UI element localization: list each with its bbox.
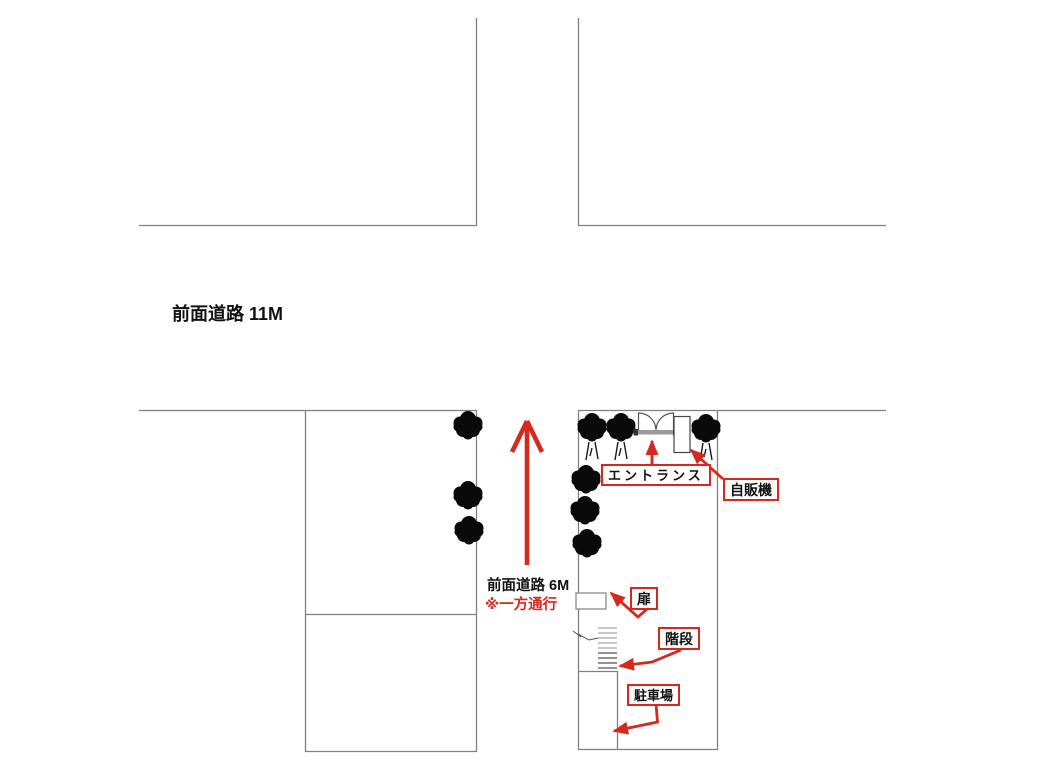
door-icon <box>575 592 607 610</box>
tree-icon <box>606 413 636 461</box>
entrance-label: エントランス <box>601 464 711 486</box>
one-way-direction-arrow <box>509 419 545 565</box>
tree-icon <box>454 516 484 545</box>
tree-icon <box>570 496 600 525</box>
one-way-note-label: ※一方通行 <box>485 597 558 613</box>
stairs-label: 階段 <box>658 627 700 650</box>
upper-right-block-outline <box>577 18 886 227</box>
parking-leader-arrow <box>612 703 659 735</box>
front-road-6m-label: 前面道路 6M <box>487 578 570 594</box>
stairs-leader-arrow <box>618 648 682 671</box>
property-block-outline <box>577 410 719 751</box>
lower-left-parcel-outline <box>304 410 478 753</box>
tree-icon <box>453 481 483 510</box>
tree-icon <box>453 411 483 440</box>
parking-label: 駐車場 <box>627 684 681 706</box>
tree-icon <box>571 465 601 494</box>
vending-machine-label: 自販機 <box>723 478 779 501</box>
tree-icon <box>577 413 607 461</box>
stairs-icon <box>572 627 617 669</box>
door-leader-arrow <box>609 591 649 619</box>
vending-machine-icon <box>673 415 691 454</box>
door-label: 扉 <box>630 587 658 610</box>
front-road-11m-label: 前面道路 11M <box>172 304 284 324</box>
upper-left-block-outline <box>139 18 478 227</box>
parking-area-outline <box>578 670 619 750</box>
entrance-door-icon <box>633 412 678 436</box>
tree-icon <box>572 529 602 558</box>
